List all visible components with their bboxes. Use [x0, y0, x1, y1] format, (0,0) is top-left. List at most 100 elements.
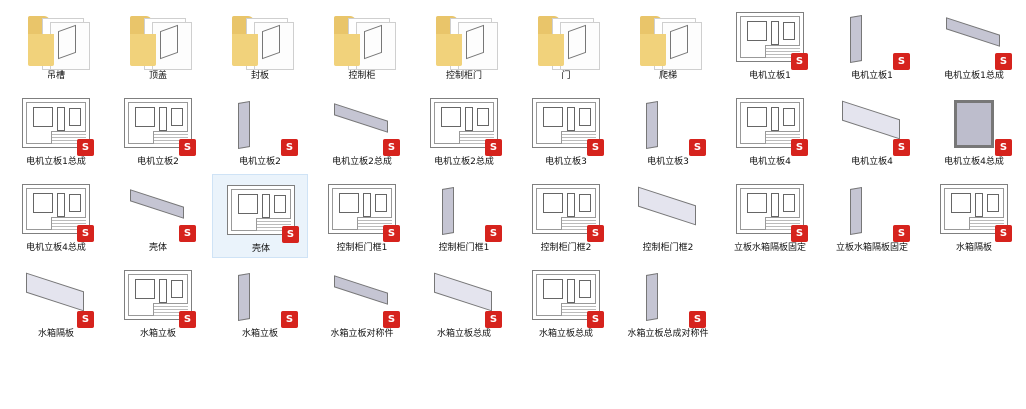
file-item[interactable]: 爬梯	[620, 2, 716, 86]
drawing-thumbnail: S	[938, 180, 1012, 242]
file-name-label: 壳体	[148, 243, 167, 253]
folder-icon	[224, 8, 296, 70]
file-name-label: 水箱隔板	[37, 329, 74, 339]
solidworks-icon: S	[77, 225, 94, 242]
part-thumbnail: S	[224, 266, 298, 328]
file-name-label: 水箱立板总成对称件	[627, 329, 709, 339]
drawing-thumbnail: S	[20, 94, 94, 156]
solidworks-icon: S	[383, 139, 400, 156]
part-thumbnail: S	[938, 8, 1012, 70]
part-thumbnail: S	[20, 266, 94, 328]
drawing-thumbnail: S	[734, 180, 808, 242]
file-name-label: 水箱立板	[241, 329, 278, 339]
file-name-label: 壳体	[251, 244, 270, 254]
part-thumbnail: S	[836, 180, 910, 242]
solidworks-icon: S	[995, 225, 1012, 242]
solidworks-icon: S	[995, 139, 1012, 156]
part-thumbnail: S	[122, 180, 196, 242]
file-name-label: 水箱隔板	[955, 243, 992, 253]
file-name-label: 控制柜门框2	[540, 243, 592, 253]
drawing-thumbnail: S	[530, 266, 604, 328]
file-item[interactable]: 封板	[212, 2, 308, 86]
solidworks-icon: S	[77, 311, 94, 328]
file-name-label: 水箱立板总成	[436, 329, 491, 339]
file-item[interactable]: 控制柜	[314, 2, 410, 86]
solidworks-icon: S	[282, 226, 299, 243]
file-item[interactable]: S 壳体	[110, 174, 206, 258]
file-name-label: 立板水箱隔板固定	[733, 243, 806, 253]
file-name-label: 电机立板4	[749, 157, 791, 167]
file-name-label: 控制柜门框2	[642, 243, 694, 253]
part-thumbnail: S	[326, 266, 400, 328]
file-name-label: 电机立板4总成	[26, 243, 86, 253]
file-name-label: 水箱立板	[139, 329, 176, 339]
file-name-label: 电机立板4总成	[944, 157, 1004, 167]
file-item[interactable]: 门	[518, 2, 614, 86]
drawing-thumbnail: S	[122, 266, 196, 328]
drawing-thumbnail: S	[122, 94, 196, 156]
file-item[interactable]: 吊槽	[8, 2, 104, 86]
file-item[interactable]: 控制柜门框2	[620, 174, 716, 258]
folder-icon	[530, 8, 602, 70]
part-thumbnail: S	[632, 266, 706, 328]
file-item[interactable]: S 壳体	[212, 174, 308, 258]
file-name-label: 顶盖	[148, 71, 167, 81]
solidworks-icon: S	[995, 53, 1012, 70]
file-name-label: 电机立板1总成	[26, 157, 86, 167]
file-name-label: 控制柜门框1	[336, 243, 388, 253]
drawing-thumbnail: S	[530, 94, 604, 156]
drawing-thumbnail: S	[428, 94, 502, 156]
file-item[interactable]: 控制柜门	[416, 2, 512, 86]
solidworks-icon: S	[689, 311, 706, 328]
file-name-label: 电机立板1	[749, 71, 791, 81]
solidworks-icon: S	[281, 139, 298, 156]
file-name-label: 立板水箱隔板固定	[835, 243, 908, 253]
solidworks-icon: S	[485, 311, 502, 328]
file-item[interactable]: 顶盖	[110, 2, 206, 86]
solidworks-icon: S	[179, 311, 196, 328]
file-name-label: 电机立板1	[851, 71, 893, 81]
drawing-thumbnail: S	[326, 180, 400, 242]
solidworks-icon: S	[281, 311, 298, 328]
part-thumbnail: S	[224, 94, 298, 156]
solidworks-icon: S	[485, 225, 502, 242]
file-name-label: 门	[561, 71, 571, 81]
solidworks-icon: S	[179, 139, 196, 156]
folder-icon	[122, 8, 194, 70]
solidworks-icon: S	[179, 225, 196, 242]
part-thumbnail: S	[428, 180, 502, 242]
solidworks-icon: S	[791, 53, 808, 70]
file-name-label: 控制柜	[348, 71, 376, 81]
part-thumbnail: S	[836, 8, 910, 70]
drawing-thumbnail: S	[530, 180, 604, 242]
solidworks-icon: S	[485, 139, 502, 156]
solidworks-icon: S	[893, 53, 910, 70]
